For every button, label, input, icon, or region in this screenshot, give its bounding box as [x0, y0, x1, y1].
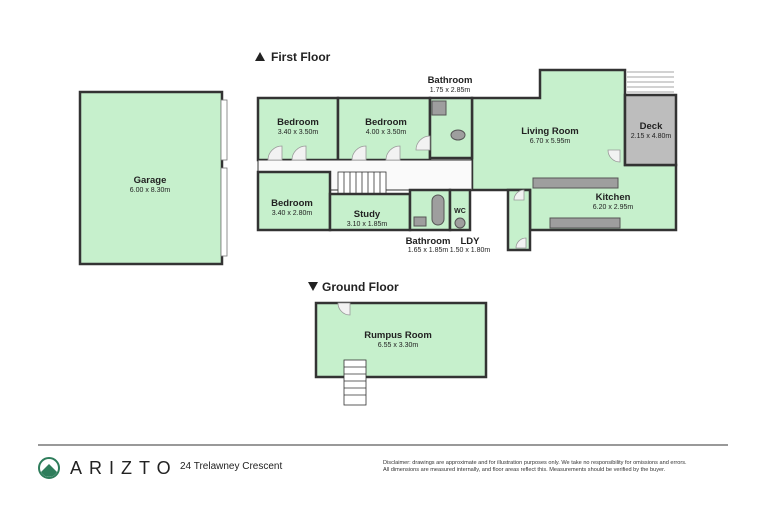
svg-text:Living Room: Living Room	[521, 126, 579, 137]
room-rumpus-room: Rumpus Room 6.55 x 3.30m	[314, 301, 488, 406]
doors	[267, 135, 621, 249]
svg-text:WC: WC	[454, 208, 466, 215]
room-bathroom-bottom: Bathroom 1.65 x 1.85m	[406, 188, 452, 254]
room-study: Study 3.10 x 1.85m	[328, 192, 412, 232]
svg-text:1.65 x 1.85m: 1.65 x 1.85m	[408, 247, 449, 254]
room-ldy: LDY 1.50 x 1.80m	[450, 188, 532, 254]
svg-text:3.40 x 2.80m: 3.40 x 2.80m	[272, 210, 313, 217]
svg-text:Bedroom: Bedroom	[271, 198, 313, 209]
svg-text:6.55 x 3.30m: 6.55 x 3.30m	[378, 342, 419, 349]
room-bedroom-2: Bedroom 4.00 x 3.50m	[336, 96, 432, 162]
svg-text:Bedroom: Bedroom	[277, 117, 319, 128]
ground-floor-title: Ground Floor	[322, 280, 399, 294]
svg-text:Rumpus Room: Rumpus Room	[364, 330, 432, 341]
room-bathroom-top: Bathroom 1.75 x 2.85m	[428, 75, 474, 160]
svg-text:Garage: Garage	[134, 175, 167, 186]
svg-text:Deck: Deck	[640, 121, 663, 132]
disclaimer-line-1: Disclaimer: drawings are approximate and…	[383, 460, 687, 466]
room-bedroom-3: Bedroom 3.40 x 2.80m	[256, 170, 332, 232]
svg-text:6.70 x 5.95m: 6.70 x 5.95m	[530, 138, 571, 145]
svg-text:Study: Study	[354, 209, 381, 220]
svg-text:3.10 x 1.85m: 3.10 x 1.85m	[347, 221, 388, 228]
svg-text:Kitchen: Kitchen	[596, 192, 631, 203]
down-triangle-icon	[308, 282, 318, 291]
stairs	[337, 171, 387, 195]
svg-text:4.00 x 3.50m: 4.00 x 3.50m	[366, 129, 407, 136]
brand-name: ARIZTO	[70, 457, 178, 478]
brand-logo: ARIZTO	[38, 457, 178, 479]
mountain-logo-icon	[38, 457, 60, 479]
svg-text:Bathroom: Bathroom	[428, 75, 473, 86]
room-wc: WC	[448, 188, 472, 232]
svg-text:1.50 x 1.80m: 1.50 x 1.80m	[450, 247, 491, 254]
up-triangle-icon	[255, 52, 265, 61]
svg-text:LDY: LDY	[461, 236, 481, 247]
svg-text:3.40 x 3.50m: 3.40 x 3.50m	[278, 129, 319, 136]
property-address: 24 Trelawney Crescent	[180, 461, 283, 472]
first-floor-title: First Floor	[271, 50, 331, 64]
footer-divider	[38, 444, 728, 446]
svg-text:2.15 x 4.80m: 2.15 x 4.80m	[631, 133, 672, 140]
svg-text:1.75 x 2.85m: 1.75 x 2.85m	[430, 87, 471, 94]
svg-text:6.20 x 2.95m: 6.20 x 2.95m	[593, 204, 634, 211]
svg-text:Bedroom: Bedroom	[365, 117, 407, 128]
room-deck: Deck 2.15 x 4.80m	[623, 71, 678, 167]
svg-text:Bathroom: Bathroom	[406, 236, 451, 247]
disclaimer: Disclaimer: drawings are approximate and…	[383, 460, 733, 474]
disclaimer-line-2: All dimensions are measured internally, …	[383, 467, 666, 473]
svg-text:6.00 x 8.30m: 6.00 x 8.30m	[130, 187, 171, 194]
room-bedroom-1: Bedroom 3.40 x 3.50m	[256, 96, 340, 162]
room-kitchen: Kitchen 6.20 x 2.95m	[593, 192, 634, 211]
room-garage: Garage 6.00 x 8.30m	[78, 90, 228, 266]
